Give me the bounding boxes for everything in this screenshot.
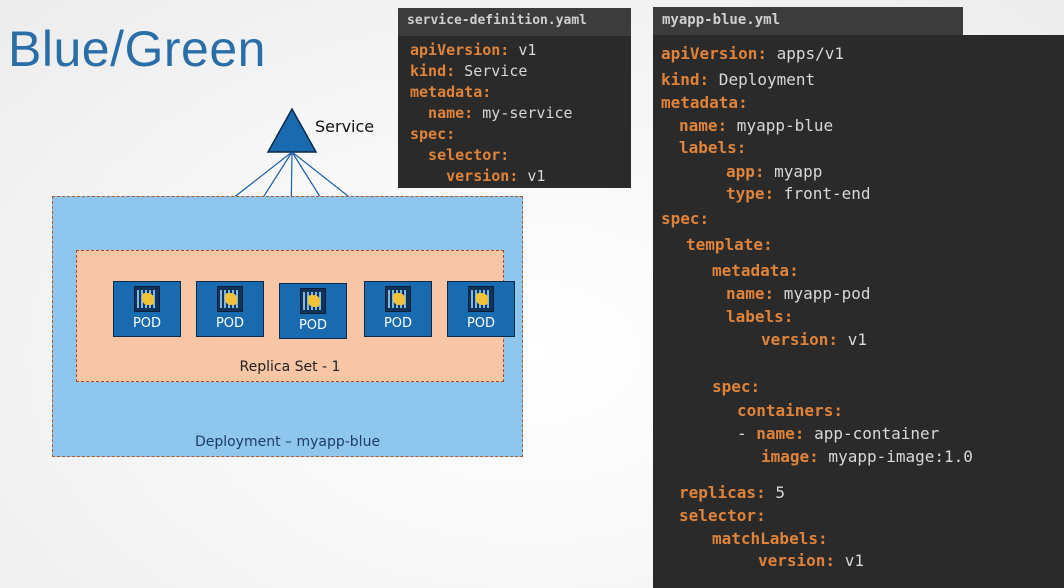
yaml-key: spec: <box>712 377 761 396</box>
yaml-key: labels: <box>726 307 794 326</box>
yaml-key: selector: <box>410 146 510 164</box>
pod-label: POD <box>466 316 496 331</box>
yaml-key: version: <box>761 330 839 349</box>
yaml-line: metadata: <box>712 261 799 280</box>
replicaset-label: Replica Set - 1 <box>239 359 341 375</box>
pod-box: POD <box>364 281 432 337</box>
slide-title: Blue/Green <box>8 21 266 77</box>
yaml-key: metadata: <box>410 83 492 101</box>
yaml-line: - name: app-container <box>737 424 939 443</box>
yaml-line: metadata: <box>410 83 491 101</box>
yaml-value: myapp-image:1.0 <box>818 447 973 466</box>
yaml-value: app-container <box>804 424 940 443</box>
yaml-line: name: my-service <box>410 104 573 122</box>
yaml-key: apiVersion: <box>661 44 767 63</box>
yaml-line: name: myapp-pod <box>726 284 871 303</box>
python-logo-icon <box>134 286 160 312</box>
yaml-key: name: <box>410 104 474 122</box>
yaml-list-marker: - <box>737 424 757 443</box>
pod-box: POD <box>447 281 515 337</box>
yaml-line: template: <box>686 235 773 254</box>
yaml-key: matchLabels: <box>712 529 828 548</box>
python-logo-icon <box>385 286 411 312</box>
yaml-value: v1 <box>518 167 546 185</box>
yaml-line: spec: <box>410 125 455 143</box>
yaml-key: apiVersion: <box>410 41 510 59</box>
yaml-line: metadata: <box>661 93 748 112</box>
yaml-line: kind: Service <box>410 62 527 80</box>
yaml-key: kind: <box>661 70 710 89</box>
replicaset-box: POD POD POD POD POD Replica Set - 1 <box>76 250 515 382</box>
yaml-key: spec: <box>661 209 710 228</box>
yaml-line: version: v1 <box>758 551 864 570</box>
yaml-line: type: front-end <box>726 184 871 203</box>
yaml-line: replicas: 5 <box>679 483 785 502</box>
yaml-value: my-service <box>473 104 573 122</box>
yaml-key: image: <box>761 447 819 466</box>
yaml-line: image: myapp-image:1.0 <box>761 447 973 466</box>
yaml-line: name: myapp-blue <box>679 116 833 135</box>
service-label: Service <box>315 117 375 136</box>
deployment-yaml-panel: apiVersion: apps/v1 kind: Deployment metad… <box>653 35 1064 588</box>
yaml-line: containers: <box>737 401 843 420</box>
pod-label: POD <box>383 316 413 331</box>
yaml-value: Service <box>455 62 528 80</box>
yaml-key: labels: <box>679 138 747 157</box>
pod-box: POD <box>196 281 264 337</box>
yaml-key: version: <box>758 551 836 570</box>
yaml-key: containers: <box>737 401 843 420</box>
yaml-value: front-end <box>774 184 871 203</box>
yaml-line: version: v1 <box>761 330 867 349</box>
pod-label: POD <box>215 316 245 331</box>
yaml-line: apiVersion: v1 <box>410 41 536 59</box>
yaml-key: name: <box>756 424 805 443</box>
yaml-line: spec: <box>661 209 709 228</box>
pod-label: POD <box>132 316 162 331</box>
yaml-key: spec: <box>410 125 456 143</box>
yaml-value: Deployment <box>709 70 816 89</box>
pod-box: POD <box>113 281 181 337</box>
yaml-key: type: <box>726 184 775 203</box>
yaml-value: apps/v1 <box>766 44 845 63</box>
yaml-value: v1 <box>838 330 867 349</box>
yaml-line: apiVersion: apps/v1 <box>661 44 844 63</box>
yaml-line: selector: <box>679 506 766 525</box>
yaml-line: version: v1 <box>410 167 545 185</box>
yaml-key: replicas: <box>679 483 766 502</box>
service-yaml-panel: service-definition.yaml apiVersion: v1 ki… <box>398 8 631 188</box>
yaml-value: myapp-pod <box>774 284 871 303</box>
python-logo-icon <box>468 286 494 312</box>
yaml-key: kind: <box>410 62 456 80</box>
yaml-line: app: myapp <box>726 162 822 181</box>
yaml-key: metadata: <box>712 261 799 280</box>
deployment-box: POD POD POD POD POD Replica Set - 1 Deployme… <box>52 196 523 457</box>
yaml-line: matchLabels: <box>712 529 828 548</box>
pod-box: POD <box>279 283 347 339</box>
deployment-yaml-filename: myapp-blue.yml <box>653 7 963 35</box>
pod-label: POD <box>298 318 328 333</box>
yaml-value: v1 <box>835 551 864 570</box>
yaml-line: spec: <box>712 377 760 396</box>
yaml-value: v1 <box>509 41 537 59</box>
service-yaml-filename: service-definition.yaml <box>398 8 631 36</box>
deployment-label: Deployment – myapp-blue <box>194 434 381 450</box>
yaml-key: app: <box>726 162 765 181</box>
python-logo-icon <box>300 288 326 314</box>
yaml-line: selector: <box>410 146 509 164</box>
yaml-key: metadata: <box>661 93 748 112</box>
yaml-line: labels: <box>679 138 746 157</box>
yaml-value: 5 <box>765 483 785 502</box>
yaml-line: labels: <box>726 307 793 326</box>
yaml-line: kind: Deployment <box>661 70 815 89</box>
yaml-key: template: <box>686 235 773 254</box>
python-logo-icon <box>217 286 243 312</box>
yaml-key: version: <box>410 167 519 185</box>
yaml-value: myapp-blue <box>727 116 834 135</box>
yaml-key: selector: <box>679 506 766 525</box>
yaml-key: name: <box>679 116 728 135</box>
yaml-key: name: <box>726 284 775 303</box>
service-triangle-icon <box>266 107 318 153</box>
yaml-value: myapp <box>764 162 823 181</box>
